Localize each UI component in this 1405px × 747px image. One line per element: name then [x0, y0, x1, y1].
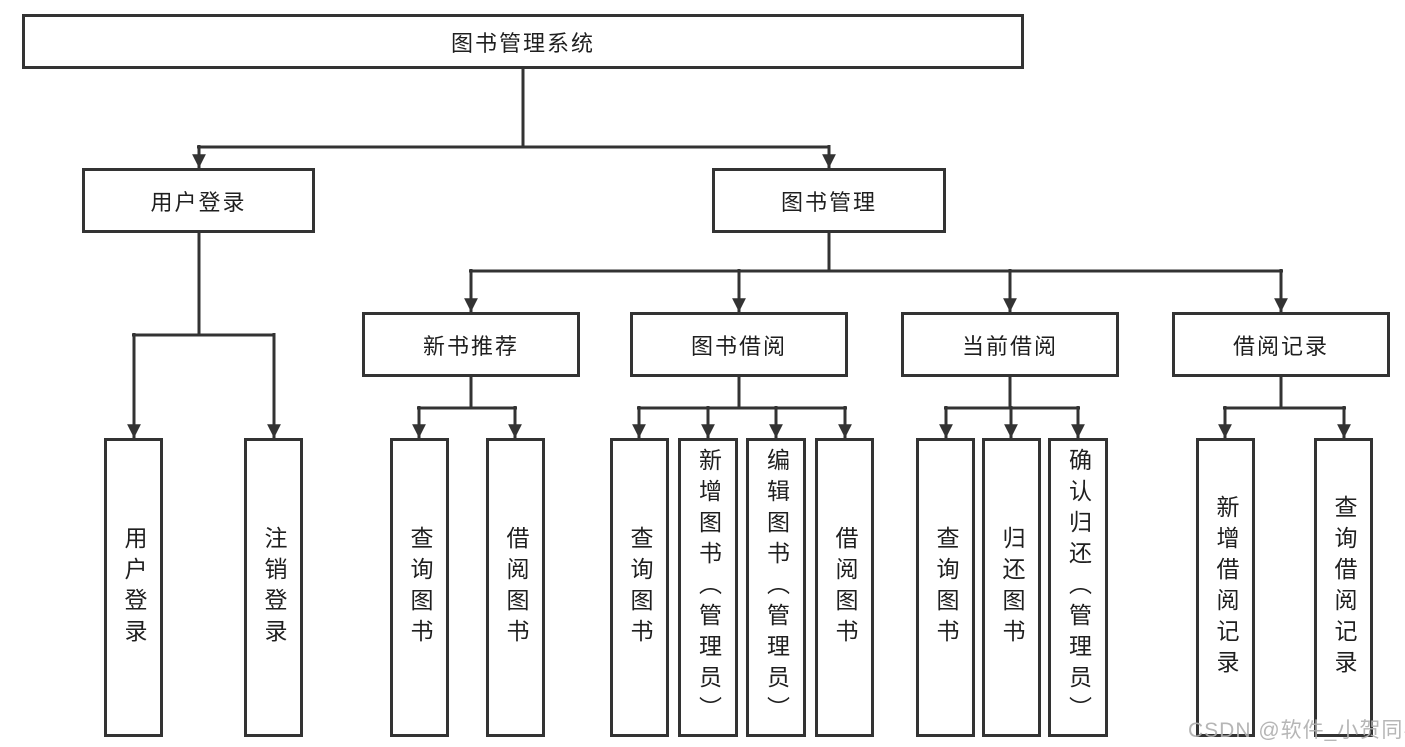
- leaf-borrow-books: 借阅图书: [815, 438, 874, 737]
- leaf-query-books-current: 查询图书: [916, 438, 975, 737]
- node-label: 用户登录: [121, 525, 147, 650]
- node-label: 图书借阅: [690, 333, 787, 359]
- node-label: 新增图书（管理员）: [695, 448, 722, 727]
- node-label: 查询借阅记录: [1331, 494, 1357, 681]
- csdn-watermark: CSDN @软件_小贺同学: [1188, 719, 1405, 742]
- leaf-edit-books-admin: 编辑图书（管理员）: [746, 438, 806, 737]
- node-label: 图书管理系统: [450, 30, 595, 56]
- leaf-query-books-recommend: 查询图书: [390, 438, 449, 737]
- node-new-book-recommend: 新书推荐: [362, 312, 580, 377]
- node-label: 注销登录: [261, 525, 287, 650]
- node-user-login: 用户登录: [82, 168, 315, 233]
- node-label: 用户登录: [150, 189, 247, 215]
- node-label: 查询图书: [627, 525, 653, 650]
- node-label: 新书推荐: [422, 333, 519, 359]
- node-label: 归还图书: [999, 525, 1025, 650]
- node-book-borrow: 图书借阅: [630, 312, 848, 377]
- leaf-user-login: 用户登录: [104, 438, 163, 737]
- node-label: 图书管理: [780, 189, 877, 215]
- leaf-confirm-return-admin: 确认归还（管理员）: [1048, 438, 1108, 737]
- node-label: 借阅图书: [503, 525, 529, 650]
- leaf-query-borrow-record: 查询借阅记录: [1314, 438, 1373, 737]
- node-borrow-records: 借阅记录: [1172, 312, 1390, 377]
- node-label: 当前借阅: [961, 333, 1058, 359]
- node-label: 借阅记录: [1232, 333, 1329, 359]
- node-current-borrow: 当前借阅: [901, 312, 1119, 377]
- leaf-return-books: 归还图书: [982, 438, 1041, 737]
- node-label: 新增借阅记录: [1213, 494, 1239, 681]
- leaf-borrow-books-recommend: 借阅图书: [486, 438, 545, 737]
- leaf-add-books-admin: 新增图书（管理员）: [678, 438, 738, 737]
- node-label: 查询图书: [933, 525, 959, 650]
- leaf-query-books-borrow: 查询图书: [610, 438, 669, 737]
- node-label: 借阅图书: [832, 525, 858, 650]
- node-label: 确认归还（管理员）: [1065, 448, 1092, 727]
- node-label: 查询图书: [407, 525, 433, 650]
- node-book-management: 图书管理: [712, 168, 946, 233]
- node-root-system: 图书管理系统: [22, 14, 1024, 69]
- node-label: 编辑图书（管理员）: [763, 448, 790, 727]
- leaf-add-borrow-record: 新增借阅记录: [1196, 438, 1255, 737]
- leaf-logout: 注销登录: [244, 438, 303, 737]
